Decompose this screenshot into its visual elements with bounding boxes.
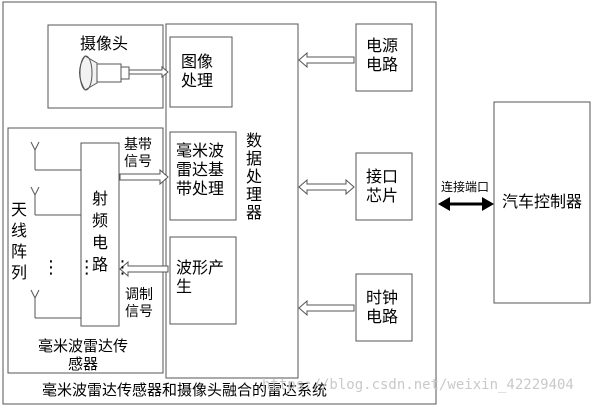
camera-label: 摄像头 [80, 34, 129, 53]
mmwave-baseband-label: 毫米波雷达基带处理 [176, 141, 225, 198]
vehicle-controller-box [493, 101, 591, 304]
rf-circuit-box [80, 142, 120, 327]
mmwave-baseband-box [169, 131, 237, 221]
waveform-box [169, 236, 237, 325]
interface-arrow [298, 178, 355, 196]
camera-box [47, 24, 164, 109]
vehicle-controller-label: 汽车控制器 [502, 192, 583, 211]
connection-port-arrow [438, 197, 494, 211]
modulation-signal-arrow [119, 260, 169, 278]
baseband-signal-label: 基带信号 [124, 137, 152, 170]
power-arrow [298, 51, 355, 69]
antenna-icons [30, 141, 81, 319]
power-circuit-label: 电源电路 [366, 36, 399, 74]
mmwave-sensor-label: 毫米波雷达传感器 [38, 337, 129, 373]
interface-chip-box [355, 152, 413, 221]
connection-port-label: 连接端口 [441, 180, 490, 194]
clock-arrow [298, 299, 355, 317]
image-processing-box [169, 36, 233, 108]
clock-circuit-label: 时钟电路 [366, 288, 399, 326]
camera-to-image-arrow [128, 65, 169, 79]
data-processor-label: 数据处理器 [245, 131, 262, 222]
antenna-dots: ⋮ ⋮ ⋮ [42, 257, 138, 278]
clock-circuit-box [355, 273, 413, 342]
waveform-gen-label: 波形产生 [176, 258, 225, 296]
mmwave-sensor-frame [7, 127, 164, 374]
system-frame [2, 1, 437, 405]
baseband-signal-arrow [119, 168, 169, 186]
rf-circuit-label: 射频电路 [91, 189, 108, 274]
system-title: 毫米波雷达传感器和摄像头融合的雷达系统 [42, 381, 328, 399]
antenna-array-label: 天线阵列 [10, 200, 27, 282]
modulation-signal-label: 调制信号 [125, 287, 153, 320]
image-processing-label: 图像处理 [181, 52, 214, 90]
data-processor-box [165, 23, 299, 379]
camera-icon [79, 55, 130, 91]
interface-chip-label: 接口芯片 [366, 167, 399, 205]
watermark-text: https://blog.csdn.net/weixin_42229404 [262, 377, 574, 393]
power-circuit-box [355, 23, 413, 92]
